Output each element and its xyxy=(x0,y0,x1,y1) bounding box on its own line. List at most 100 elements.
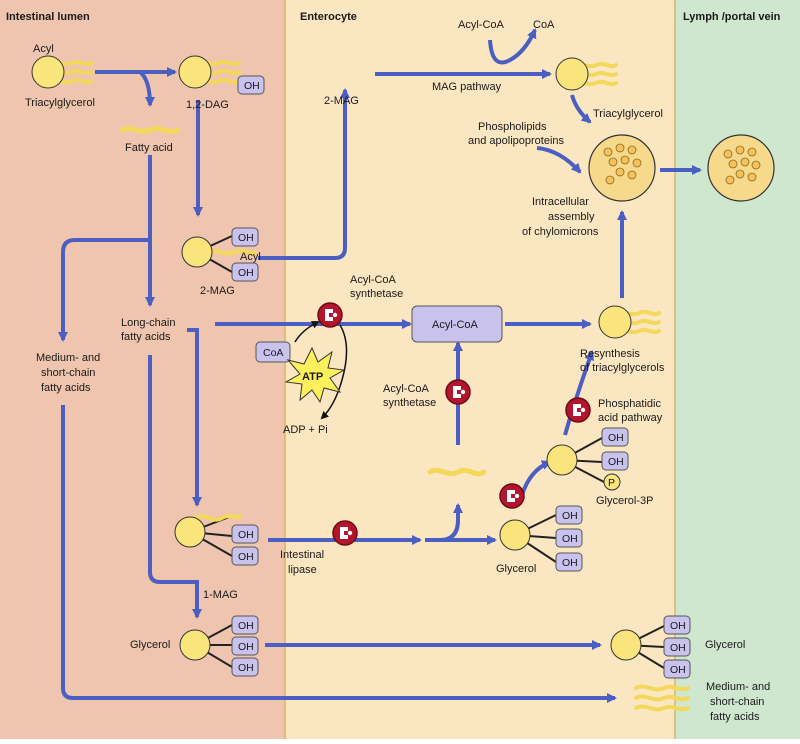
dag-molecule: OH xyxy=(178,55,265,95)
long-chain-label-1: Long-chain xyxy=(121,317,175,329)
arrow-tag-to-chylomicron xyxy=(570,94,592,124)
triacylglycerol-enterocyte-molecule xyxy=(555,57,618,91)
intracellular-label-3: of chylomicrons xyxy=(522,226,599,238)
2mag-enterocyte-label: 2-MAG xyxy=(324,95,359,107)
glycerol-lumen-label: Glycerol xyxy=(130,639,170,651)
acylcoa-box xyxy=(411,305,503,343)
medium-chain-right-label-1: Medium- and xyxy=(706,681,770,693)
resynthesis-molecule xyxy=(598,305,661,339)
enterocyte-header: Enterocyte xyxy=(300,11,357,23)
glycerol-lumen-oh-3: OH xyxy=(238,662,254,674)
arrow-to-fatty-acid-ent xyxy=(439,503,463,542)
glycerol-right-label: Glycerol xyxy=(705,639,745,651)
glycerol3p-oh-2: OH xyxy=(608,456,624,468)
glycerol3p-label: Glycerol-3P xyxy=(596,495,653,507)
intracellular-label-2: assembly xyxy=(548,211,595,223)
acylcoa-box-label: Acyl-CoA xyxy=(432,319,479,331)
coa-top-label: CoA xyxy=(533,19,555,31)
phospholipids-label-1: Phospholipids xyxy=(478,121,547,133)
arrow-acylcoa-to-coa xyxy=(488,28,537,65)
lumen-header: Intestinal lumen xyxy=(6,11,90,23)
resynthesis-label-1: Resynthesis xyxy=(580,348,640,360)
phosphatidic-enzyme-icon xyxy=(565,397,591,423)
arrow-phosphatidic-to-resynthesis xyxy=(563,350,595,436)
arrow-tag-to-fatty-acid xyxy=(138,70,155,107)
pathway-arrows xyxy=(58,28,702,703)
acylcoa-top-label: Acyl-CoA xyxy=(458,19,505,31)
chylomicron-enterocyte xyxy=(588,134,656,202)
medium-chain-label-3: fatty acids xyxy=(41,382,91,394)
enterocyte-region xyxy=(285,0,675,739)
glycerol-right-molecule: OH OH OH xyxy=(610,615,691,679)
medium-chain-label-2: short-chain xyxy=(41,367,95,379)
1mag-molecule: OH OH xyxy=(174,514,259,566)
synthetase-2-label-a: Acyl-CoA xyxy=(383,383,430,395)
fatty-acid-lumen-molecule xyxy=(119,126,181,134)
glycerol-enterocyte-molecule: OH OH OH xyxy=(499,505,583,572)
atp-to-adp-arrow xyxy=(320,324,348,420)
atp-label: ATP xyxy=(302,371,323,383)
synthetase-1-label-a: Acyl-CoA xyxy=(350,274,397,286)
arrow-to-medium-chain xyxy=(58,238,150,342)
arrow-to-glycerol-lumen xyxy=(148,355,202,619)
triacylglycerol-lumen-molecule xyxy=(31,55,94,89)
glycerol-ent-oh-1: OH xyxy=(562,510,578,522)
arrow-2mag-to-enterocyte xyxy=(258,88,350,260)
phosphate-label: P xyxy=(608,477,615,489)
1mag-oh-2: OH xyxy=(238,551,254,563)
triacylglycerol-enterocyte-label: Triacylglycerol xyxy=(593,108,663,120)
intracellular-label-1: Intracellular xyxy=(532,196,589,208)
1mag-label: 1-MAG xyxy=(203,589,238,601)
fatty-acid-enterocyte-molecule xyxy=(427,467,487,477)
long-chain-label-2: fatty acids xyxy=(121,331,171,343)
phosphatidic-label-1: Phosphatidic xyxy=(598,398,661,410)
medium-chain-right-molecule xyxy=(634,684,690,712)
chylomicron-lymph xyxy=(707,134,775,202)
2mag-lumen-label: 2-MAG xyxy=(200,285,235,297)
coa-box-label: CoA xyxy=(263,347,283,359)
glycerol-right-oh-2: OH xyxy=(670,642,686,654)
coa-to-enzyme-arrow xyxy=(294,321,320,343)
fatty-acid-label: Fatty acid xyxy=(125,142,173,154)
lymph-region xyxy=(675,0,800,739)
adp-label: ADP + Pi xyxy=(283,424,328,436)
medium-chain-label-1: Medium- and xyxy=(36,352,100,364)
medium-chain-right-label-2: short-chain xyxy=(710,696,764,708)
glycerol-ent-oh-2: OH xyxy=(562,533,578,545)
mag-pathway-label: MAG pathway xyxy=(432,81,502,93)
phospholipids-label-2: and apolipoproteins xyxy=(468,135,565,147)
glycerol-right-oh-3: OH xyxy=(670,664,686,676)
arrow-phospholipids-to-chylomicron xyxy=(536,146,582,174)
glycerol3p-oh-1: OH xyxy=(608,432,624,444)
coa-box xyxy=(255,341,291,363)
intestinal-lipase-label-2: lipase xyxy=(288,564,317,576)
glycerol-lumen-molecule: OH OH OH xyxy=(179,615,259,677)
synthetase-2-label-b: synthetase xyxy=(383,397,436,409)
glycerol-enterocyte-label: Glycerol xyxy=(496,563,536,575)
medium-chain-right-label-3: fatty acids xyxy=(710,711,760,723)
2mag-oh-top: OH xyxy=(238,232,254,244)
glycerol-lumen-oh-1: OH xyxy=(238,620,254,632)
intestinal-lipase-enzyme-icon xyxy=(332,520,358,546)
lymph-header: Lymph /portal vein xyxy=(683,11,781,23)
synthetase-1-enzyme-icon xyxy=(317,302,343,328)
2mag-lumen-molecule: OH OH xyxy=(181,227,259,282)
intestinal-lipase-label-1: Intestinal xyxy=(280,549,324,561)
triacylglycerol-lumen-label: Triacylglycerol xyxy=(25,97,95,109)
glycerol3p-molecule: OH OH P xyxy=(546,427,629,491)
1mag-oh-1: OH xyxy=(238,529,254,541)
glycerol-lumen-oh-2: OH xyxy=(238,641,254,653)
arrow-long-chain-to-1mag xyxy=(187,328,202,507)
synthetase-2-enzyme-icon xyxy=(445,379,471,405)
dag-label: 1,2-DAG xyxy=(186,99,229,111)
arrow-medium-chain-to-lymph xyxy=(61,405,617,703)
glycerol-right-oh-1: OH xyxy=(670,620,686,632)
atp-starburst xyxy=(284,346,346,404)
resynthesis-label-2: of triacylglycerols xyxy=(580,362,665,374)
synthetase-1-label-b: synthetase xyxy=(350,288,403,300)
2mag-acyl-label: Acyl xyxy=(240,251,261,263)
acyl-label: Acyl xyxy=(33,43,54,55)
2mag-oh-bottom: OH xyxy=(238,267,254,279)
